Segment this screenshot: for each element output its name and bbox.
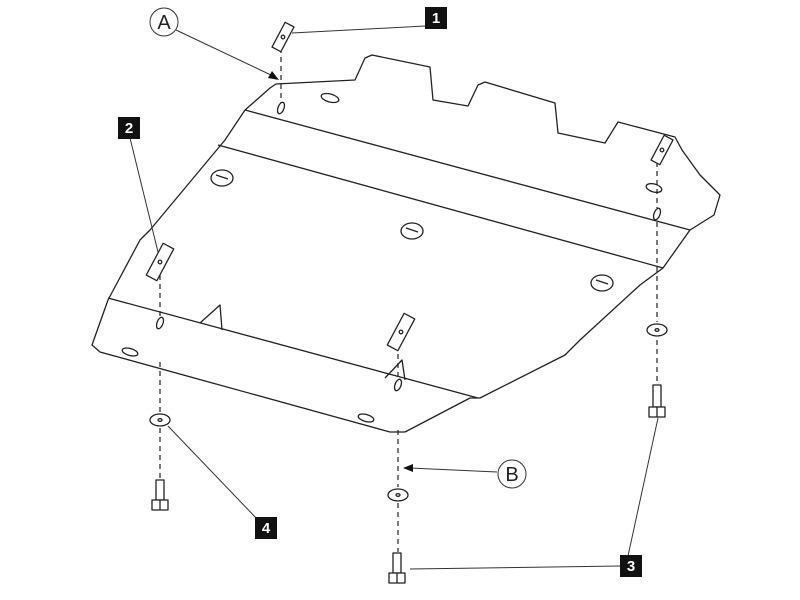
- callout-2-label: 2: [125, 120, 133, 137]
- marker-a-label: A: [157, 12, 171, 34]
- mounting-strips: [145, 21, 674, 352]
- cage-nuts: [210, 169, 614, 292]
- callout-2: 2: [118, 117, 140, 139]
- callout-3-label: 3: [627, 558, 635, 575]
- callout-3: 3: [620, 555, 642, 577]
- leader-lines: [129, 25, 659, 570]
- marker-b: B: [497, 459, 527, 489]
- callout-4-label: 4: [262, 520, 271, 537]
- callout-4: 4: [255, 517, 277, 539]
- bolts: [151, 384, 666, 584]
- callout-1: 1: [425, 7, 447, 29]
- skid-plate: [91, 54, 721, 433]
- callout-1-label: 1: [432, 10, 440, 27]
- marker-b-label: B: [505, 464, 518, 486]
- slots: [121, 92, 663, 423]
- bend-lines: [107, 109, 691, 399]
- marker-a: A: [149, 7, 179, 37]
- washers: [149, 323, 668, 502]
- assembly-axes: [159, 48, 658, 552]
